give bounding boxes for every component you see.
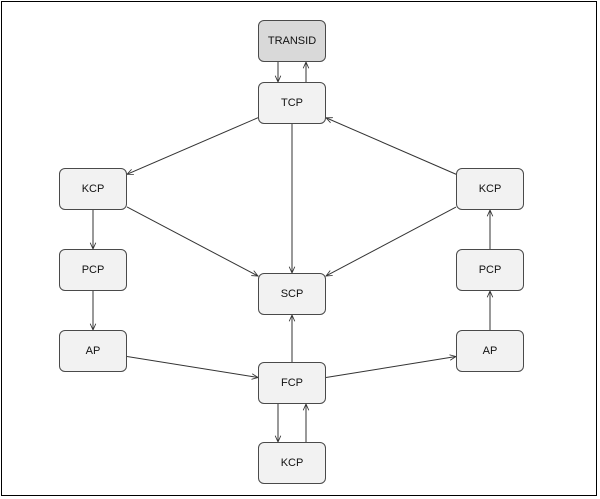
node-pcp-right: PCP bbox=[456, 249, 524, 291]
node-pcp-left: PCP bbox=[59, 249, 127, 291]
node-ap-right: AP bbox=[456, 330, 524, 372]
edge-kcp_left-to-scp bbox=[126, 206, 258, 276]
node-fcp: FCP bbox=[258, 362, 326, 404]
node-kcp-right: KCP bbox=[456, 168, 524, 210]
node-kcp-bottom: KCP bbox=[258, 442, 326, 484]
node-kcp-left: KCP bbox=[59, 168, 127, 210]
node-scp: SCP bbox=[258, 273, 326, 315]
edge-fcp-to-ap_right bbox=[325, 356, 456, 378]
node-transid: TRANSID bbox=[258, 20, 326, 62]
edge-kcp_right-to-tcp bbox=[326, 118, 457, 175]
node-tcp: TCP bbox=[258, 82, 326, 124]
edge-tcp-to-kcp_left bbox=[127, 117, 259, 175]
node-ap-left: AP bbox=[59, 330, 127, 372]
edge-kcp_right-to-scp bbox=[326, 206, 457, 276]
edge-ap_left-to-fcp bbox=[126, 355, 258, 377]
